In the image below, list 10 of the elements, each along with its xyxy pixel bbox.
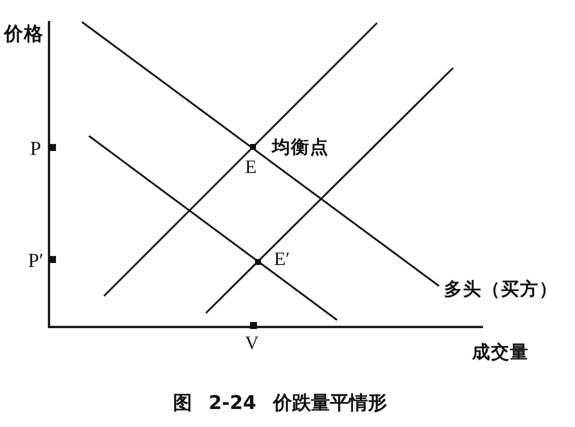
axis-tick-label: P′	[28, 251, 44, 271]
point-label: E	[245, 158, 257, 177]
curve-label: 多头（买方）	[444, 281, 558, 299]
axis-tick-label: P	[30, 139, 42, 159]
axis-label: 价格	[4, 25, 44, 44]
point-label: E′	[274, 250, 290, 269]
axis-tick-label: V	[245, 334, 259, 353]
point-label: 均衡点	[272, 139, 329, 157]
figure-caption: 图 2-24 价跌量平情形	[173, 394, 387, 413]
axis-label: 成交量	[472, 344, 529, 362]
